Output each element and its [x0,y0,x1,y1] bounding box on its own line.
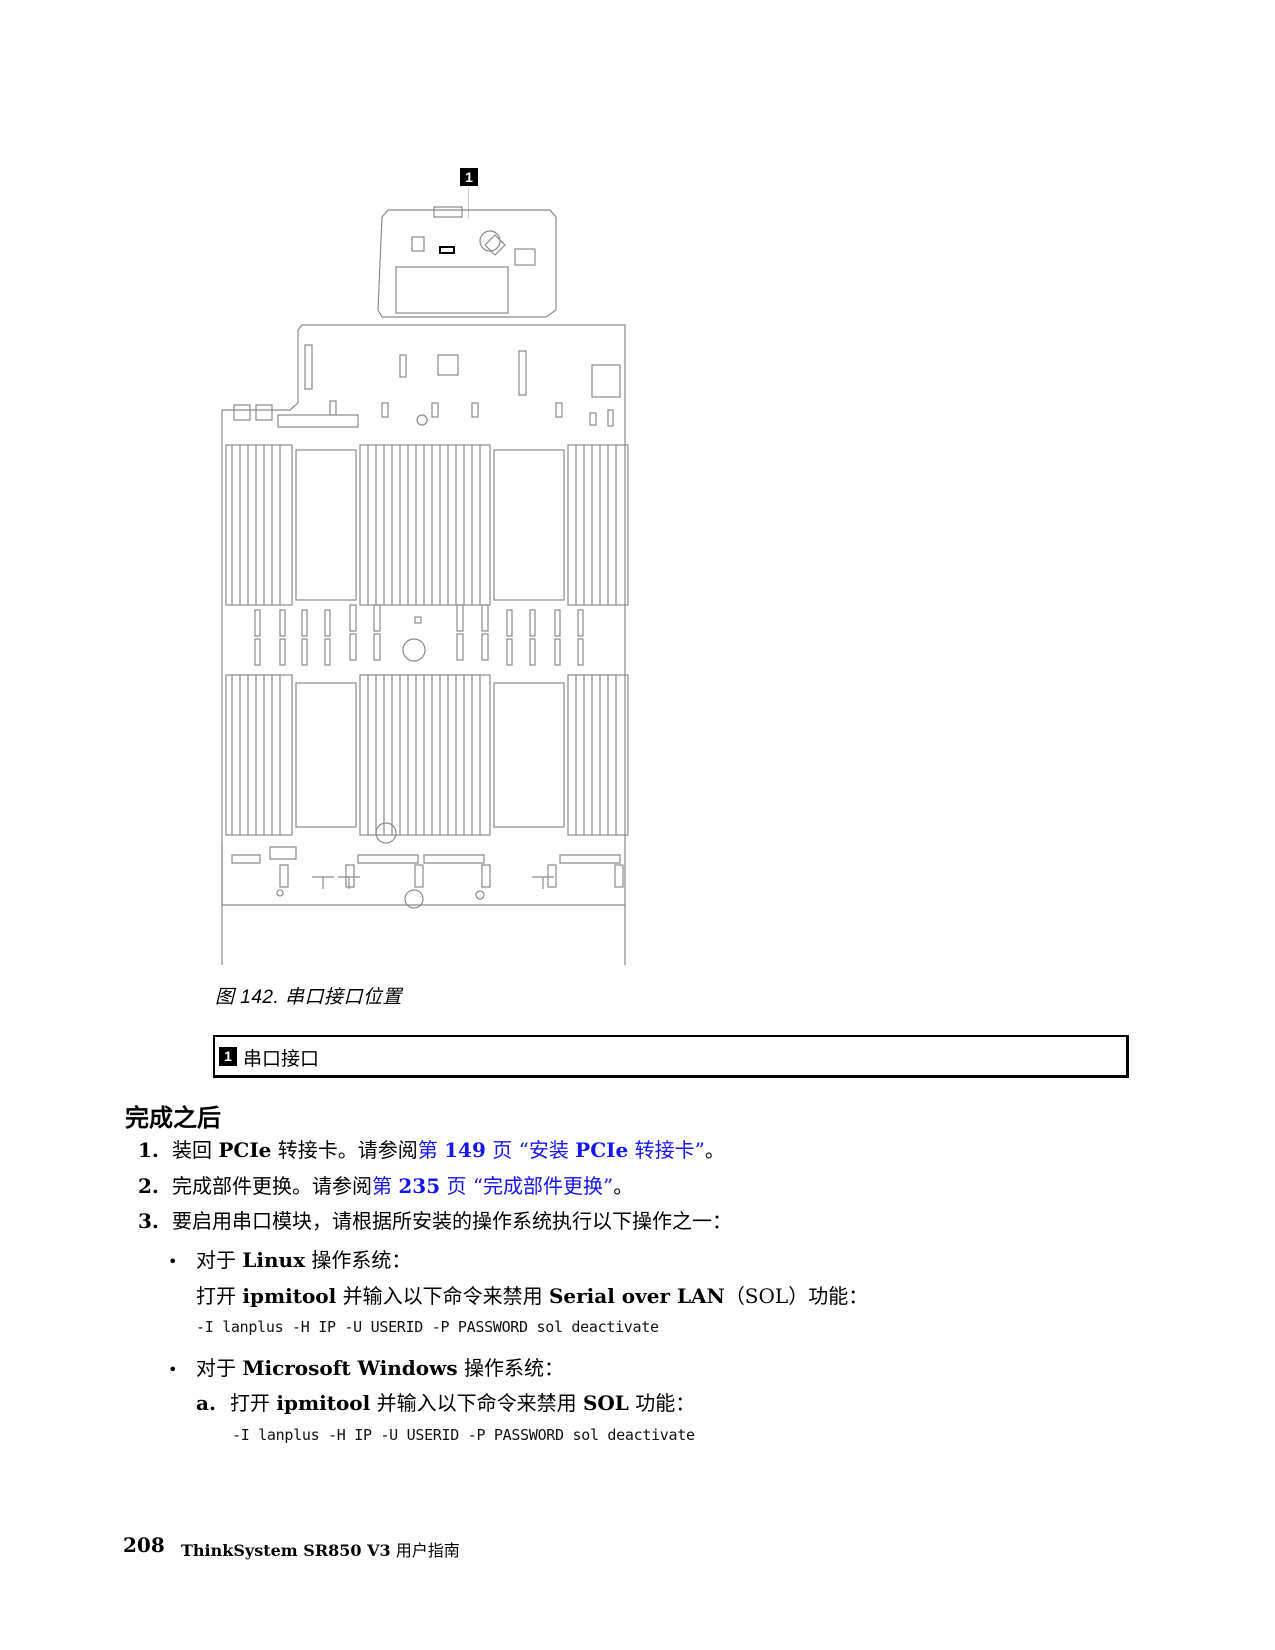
legend-label-serial-port: 串口接口 [243,1048,320,1070]
bullet-icon: • [168,1360,178,1379]
step-3: 3. 要启用串口模块，请根据所安装的操作系统执行以下操作之一： [138,1205,732,1234]
step-text: 转接卡。请参阅 [271,1138,418,1162]
linux-command-code: -I lanplus -H IP -U USERID -P PASSWORD s… [196,1318,659,1336]
step-text: 完成部件更换。请参阅 [172,1174,372,1198]
linux-instruction: 打开 ipmitool 并输入以下命令来禁用 Serial over LAN（S… [196,1284,869,1308]
bullet-icon: • [168,1252,178,1271]
step-number: 3. [138,1209,159,1233]
windows-option: •对于 Microsoft Windows 操作系统： [168,1356,564,1380]
step-text: 。 [613,1174,634,1198]
step-text-bold: PCIe [218,1138,272,1162]
callout-marker-1: 1 [460,168,478,186]
system-board-diagram [210,205,670,1146]
figure-caption: 图 142. 串口接口位置 [215,987,403,1008]
linux-option: •对于 Linux 操作系统： [168,1248,412,1272]
callout-leader-line [468,186,469,218]
step-2: 2. 完成部件更换。请参阅第 235 页 “完成部件更换”。 [138,1170,633,1199]
link-install-pcie-riser[interactable]: 第 149 页 “安装 PCIe 转接卡” [417,1138,705,1162]
step-number: 2. [138,1174,159,1198]
step-1: 1. 装回 PCIe 转接卡。请参阅第 149 页 “安装 PCIe 转接卡”。 [138,1134,725,1163]
step-text: 装回 [172,1138,219,1162]
footer-doc-title: ThinkSystem SR850 V3 用户指南 [181,1541,460,1560]
figure-legend-table: 1 串口接口 [213,1035,1129,1078]
substep-label: a. [196,1391,216,1415]
step-text: 。 [704,1138,725,1162]
step-text: 要启用串口模块，请根据所安装的操作系统执行以下操作之一： [172,1209,732,1233]
step-number: 1. [138,1138,159,1162]
link-complete-parts-replacement[interactable]: 第 235 页 “完成部件更换” [372,1174,614,1198]
windows-substep-a: a.打开 ipmitool 并输入以下命令来禁用 SOL 功能： [196,1391,696,1415]
legend-callout-1: 1 [219,1047,237,1066]
section-heading: 完成之后 [125,1103,221,1132]
windows-command-code: -I lanplus -H IP -U USERID -P PASSWORD s… [232,1426,695,1444]
footer-page-number: 208 [123,1533,165,1557]
